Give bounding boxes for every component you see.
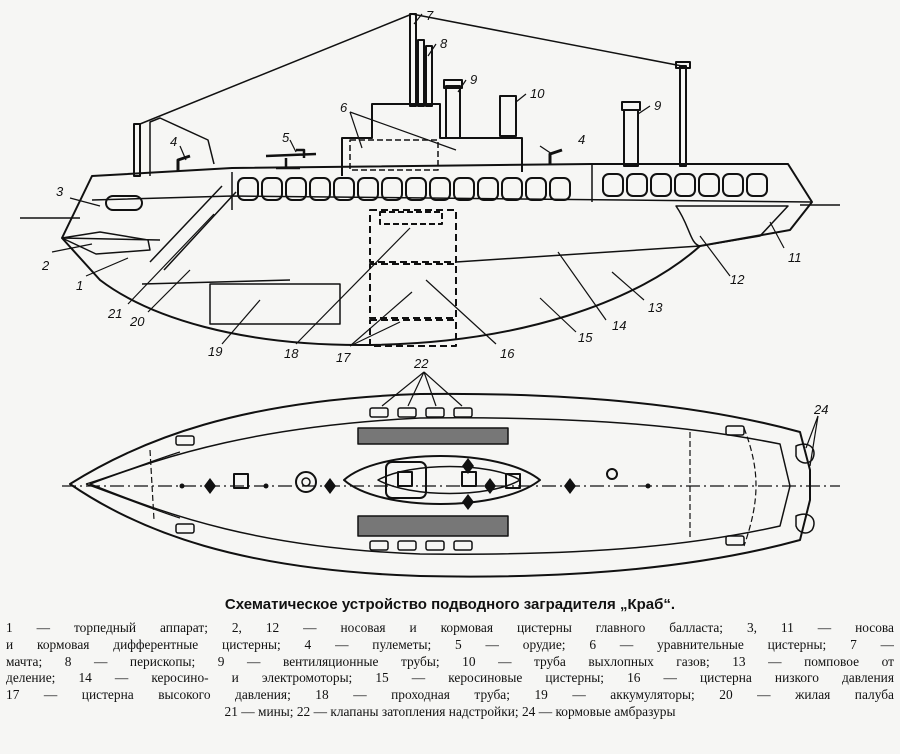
legend-line: 17 — цистерна высокого давления; 18 — пр… [6, 687, 894, 703]
side-labels: 1 2 3 4 4 5 6 7 8 9 10 9 11 12 13 14 15 … [41, 8, 802, 365]
bow-housing [149, 117, 215, 176]
legend-line: 21 — мины; 22 — клапаны затопления надст… [224, 703, 676, 719]
label-9-stern: 9 [654, 98, 661, 113]
label-13: 13 [648, 300, 663, 315]
vent-pipe-9-stern [623, 109, 639, 167]
plan-gun-mount-inner [301, 477, 311, 487]
label-3: 3 [56, 184, 64, 199]
label-5: 5 [282, 130, 290, 145]
label-4-stern: 4 [578, 132, 585, 147]
figure-legend: 1 — торпедный аппарат; 2, 12 — носовая и… [6, 620, 894, 721]
vent-pipe-9 [445, 85, 461, 139]
plan-hull-outline [69, 392, 811, 578]
deck-gun [265, 148, 317, 170]
side-leaders [51, 13, 785, 347]
plan-leaders [381, 371, 819, 467]
label-20: 20 [129, 314, 145, 329]
machine-gun-bow [176, 154, 191, 172]
plan-bow-lines [85, 451, 181, 519]
plan-conning-hatch-inner [397, 471, 413, 487]
vent-pipe-9-stern-cap [621, 101, 641, 111]
mast-stern [679, 65, 687, 167]
figure-caption: Схематическое устройство подводного загр… [224, 596, 676, 613]
label-9-tower: 9 [470, 72, 477, 87]
plan-hatch-mid [461, 471, 477, 487]
side-view [20, 13, 840, 347]
plan-hatch-aft [606, 468, 618, 480]
legend-line: мачта; 8 — перископы; 9 — вентиляционные… [6, 653, 894, 669]
label-15: 15 [578, 330, 593, 345]
label-24: 24 [813, 402, 828, 417]
mast-stays [139, 13, 683, 125]
flooding-valves [175, 407, 745, 551]
plan-labels: 22 24 [413, 356, 828, 417]
exhaust-pipe-10 [499, 95, 517, 137]
hull-outline [61, 163, 813, 346]
pressure-tank-top [379, 211, 443, 225]
plan-conning-hatch [385, 461, 427, 499]
label-17: 17 [336, 350, 351, 365]
label-1: 1 [76, 278, 83, 293]
label-11: 11 [788, 250, 802, 265]
bow-trim-tank [105, 195, 143, 211]
plan-stern-curve [743, 427, 757, 547]
periscope-8a [417, 39, 425, 107]
plan-central-lens [343, 455, 541, 505]
plan-markers [179, 458, 651, 510]
legend-line: и кормовая дифферентные цистерны; 4 — пу… [6, 636, 894, 652]
label-16: 16 [500, 346, 515, 361]
mine-chute [149, 185, 237, 271]
legend-line: 1 — торпедный аппарат; 2, 12 — носовая и… [6, 620, 894, 635]
plan-central-lens-inner [377, 465, 521, 495]
torpedo-tube [61, 237, 161, 241]
conning-tower [341, 103, 523, 176]
mine-ports [237, 173, 768, 201]
plan-tank-top [357, 427, 509, 445]
plan-tank-bottom [357, 515, 509, 537]
plan-view [62, 392, 840, 578]
label-7: 7 [426, 8, 434, 23]
label-8: 8 [440, 36, 448, 51]
living-deck [141, 279, 291, 285]
label-19: 19 [208, 344, 222, 359]
plan-hatch-stern [505, 473, 521, 489]
label-22: 22 [413, 356, 429, 371]
stern-embrasure-bottom [795, 513, 815, 534]
plan-gun-mount [295, 471, 317, 493]
plan-hatch-bow [233, 473, 249, 489]
periscope-8b [425, 45, 433, 107]
mast-bow [133, 123, 141, 177]
central-tanks [369, 209, 457, 347]
label-18: 18 [284, 346, 299, 361]
label-14: 14 [612, 318, 626, 333]
submarine-schematic: 1 2 3 4 4 5 6 7 8 9 10 9 11 12 13 14 15 … [20, 8, 840, 578]
machine-gun-stern [548, 148, 563, 164]
label-10: 10 [530, 86, 545, 101]
vent-pipe-9-cap [443, 79, 463, 89]
label-21: 21 [107, 306, 122, 321]
label-4-bow: 4 [170, 134, 177, 149]
equalizing-tank [349, 139, 439, 171]
stern-ballast-tank [675, 205, 789, 247]
plan-bow-bulkhead [149, 449, 155, 521]
label-12: 12 [730, 272, 745, 287]
mast-7 [409, 13, 417, 107]
label-6: 6 [340, 100, 348, 115]
battery-compartment [209, 283, 341, 325]
legend-line: деление; 14 — керосино- и электромоторы;… [6, 670, 894, 686]
engine-room [455, 245, 701, 263]
label-2: 2 [41, 258, 50, 273]
bow-ballast-tank [61, 231, 151, 255]
